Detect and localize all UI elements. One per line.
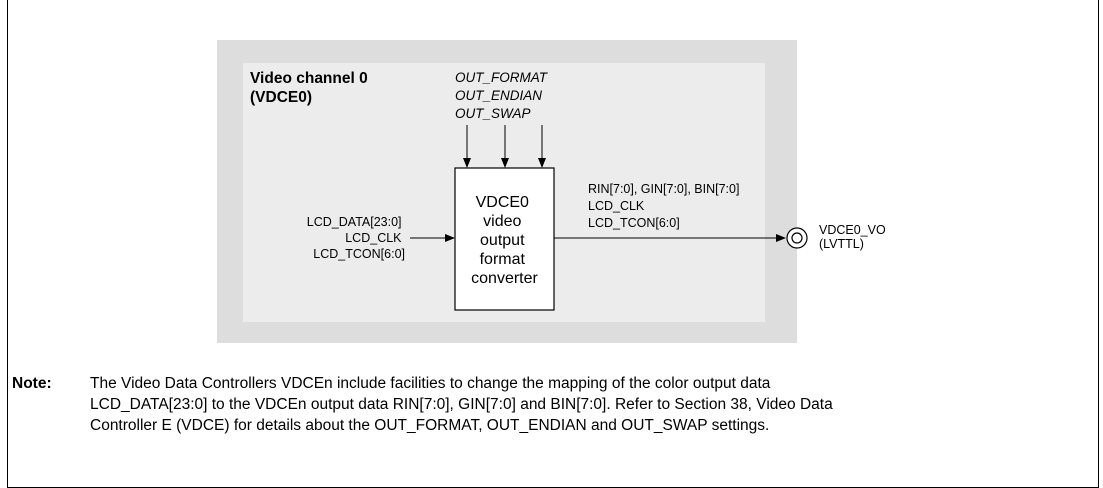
setting-out-swap: OUT_SWAP <box>455 106 531 121</box>
terminal-type: (LVTTL) <box>819 237 864 251</box>
output-lcd-tcon: LCD_TCON[6:0] <box>588 216 680 230</box>
terminal-name: VDCE0_VO <box>819 223 886 237</box>
input-lcd-tcon: LCD_TCON[6:0] <box>313 247 405 261</box>
note-line-1: The Video Data Controllers VDCEn include… <box>90 375 771 392</box>
terminal-label: VDCE0_VO (LVTTL) <box>819 223 889 251</box>
converter-label: VDCE0 video output format converter <box>471 194 538 287</box>
settings-labels: OUT_FORMAT OUT_ENDIAN OUT_SWAP <box>455 70 551 121</box>
input-lcd-clk: LCD_CLK <box>345 231 402 245</box>
channel-title: Video channel 0 (VDCE0) <box>250 70 372 106</box>
setting-out-format: OUT_FORMAT <box>455 70 549 85</box>
output-rgb: RIN[7:0], GIN[7:0], BIN[7:0] <box>588 182 739 196</box>
output-signals: RIN[7:0], GIN[7:0], BIN[7:0] LCD_CLK LCD… <box>588 182 743 230</box>
input-lcd-data: LCD_DATA[23:0] <box>307 215 402 229</box>
note-label: Note: <box>12 375 52 392</box>
note-text: The Video Data Controllers VDCEn include… <box>90 373 1090 436</box>
note-line-2: LCD_DATA[23:0] to the VDCEn output data … <box>90 396 833 413</box>
vdce-diagram: Video channel 0 (VDCE0) OUT_FORMAT OUT_E… <box>217 40 889 343</box>
converter-box <box>454 167 555 311</box>
note-line-3: Controller E (VDCE) for details about th… <box>90 417 770 434</box>
input-signals: LCD_DATA[23:0] LCD_CLK LCD_TCON[6:0] <box>307 215 405 261</box>
output-lcd-clk: LCD_CLK <box>588 199 645 213</box>
output-terminal-icon <box>786 227 808 249</box>
setting-out-endian: OUT_ENDIAN <box>455 88 542 103</box>
